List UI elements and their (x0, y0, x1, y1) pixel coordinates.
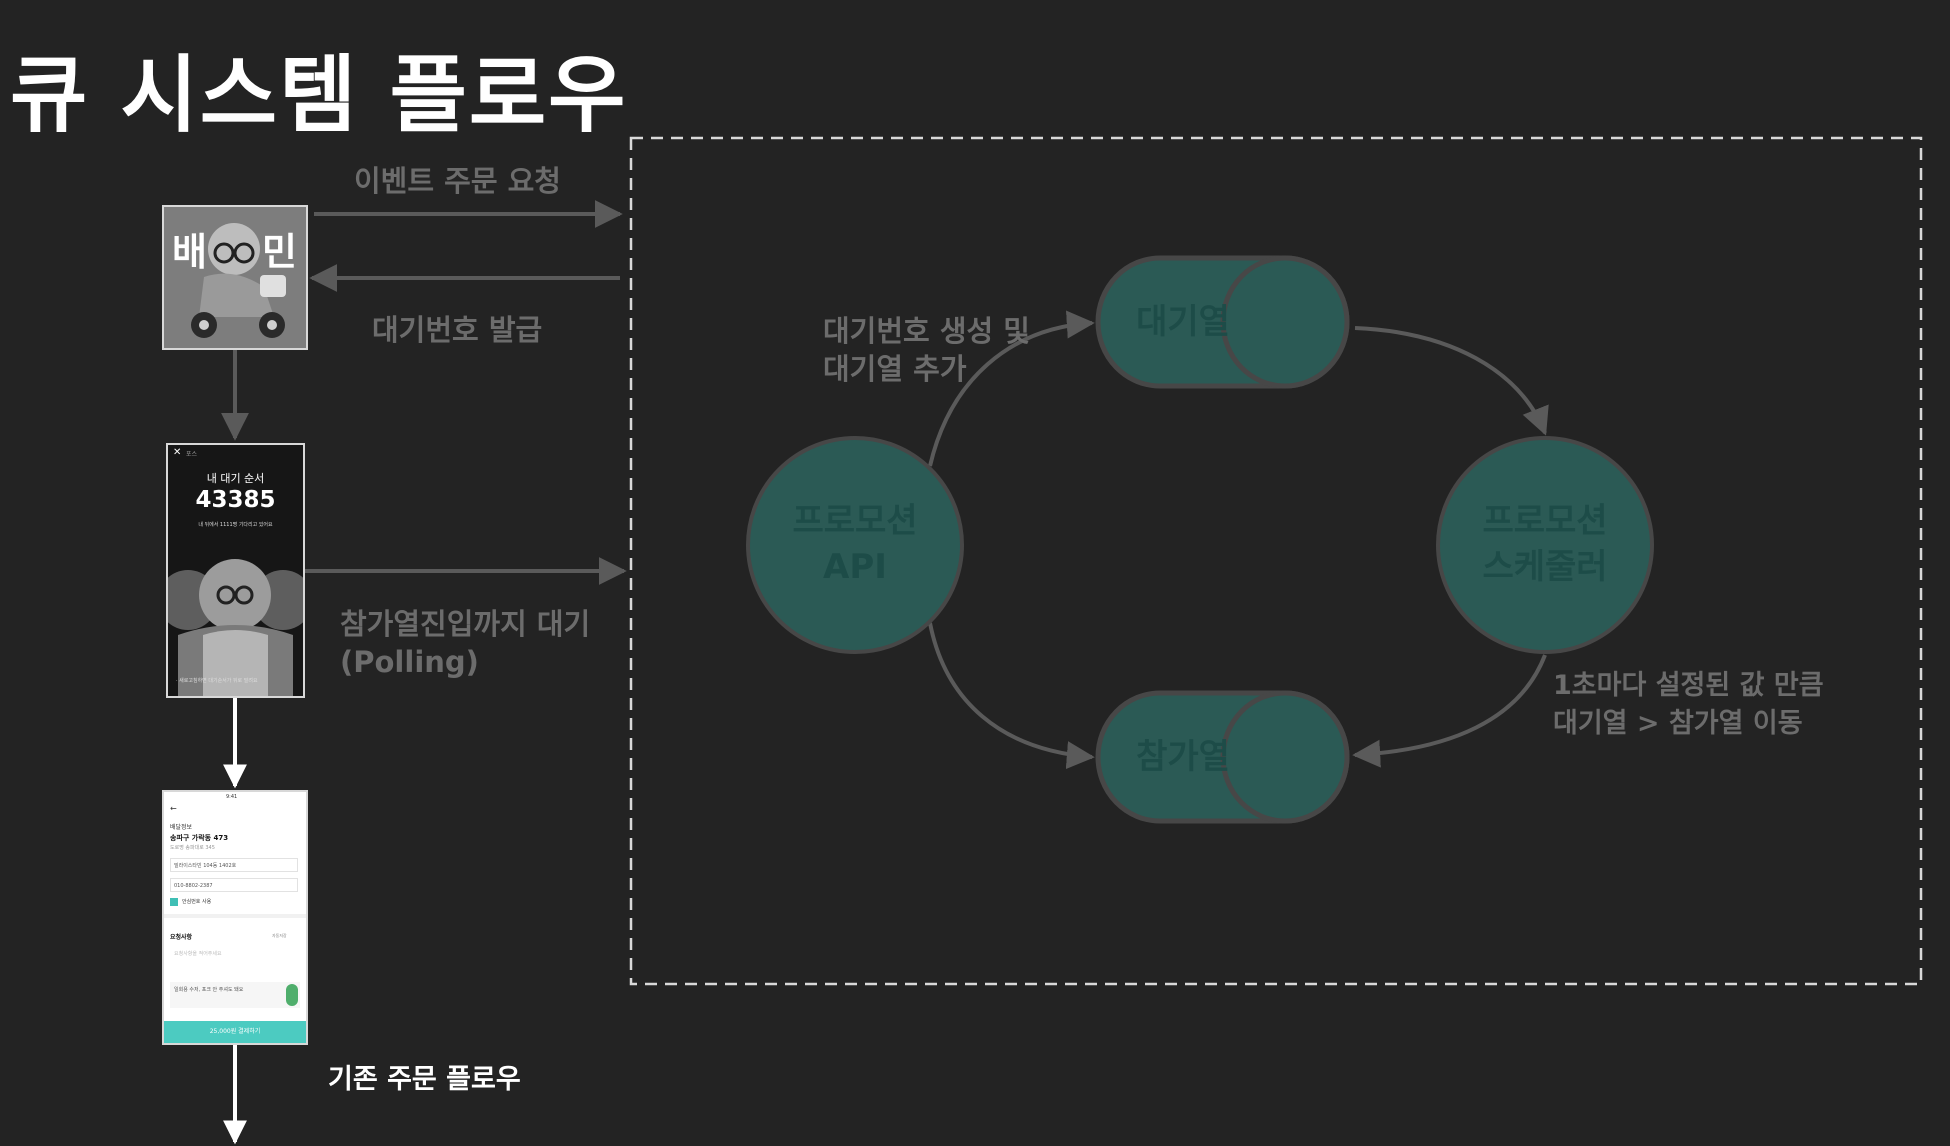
system-boundary (629, 136, 1923, 986)
existing-flow-label: 기존 주문 플로우 (328, 1064, 521, 1095)
create-ticket-label: 대기번호 생성 및 대기열 추가 (823, 312, 1030, 388)
phone-field[interactable]: 010-8802-2387 (170, 878, 298, 892)
safe-number-checkbox[interactable] (170, 898, 178, 906)
page-title: 큐 시스템 플로우 (10, 46, 628, 144)
address-field[interactable]: 빌라이스타빈 104동 1402호 (170, 858, 298, 872)
address-detail: 도로명 송파대로 345 (170, 845, 215, 851)
wait-until-join-line1: 참가열진입까지 대기 (340, 607, 591, 641)
wait-until-join-label: 참가열진입까지 대기 (Polling) (340, 605, 590, 681)
address-caption: 배달정보 (170, 824, 193, 831)
issue-ticket-label: 대기번호 발급 (372, 313, 543, 347)
auto-save-label[interactable]: 자동저장 (272, 933, 287, 938)
logo-text-right: 민 (262, 230, 297, 274)
wait-screen-caption: 포스 (186, 451, 198, 458)
move-line1: 1초마다 설정된 값 만큼 (1553, 670, 1824, 701)
promotion-api-label-line1: 프로모션 (792, 501, 918, 541)
create-ticket-line2: 대기열 추가 (823, 352, 967, 386)
notice-box: 일회용 수저, 포크 안 주셔도 돼요 (170, 982, 300, 1008)
close-icon[interactable]: ✕ (173, 447, 182, 458)
leaf-icon (286, 984, 298, 1006)
arrow-api-to-join-queue (928, 622, 1095, 770)
pay-button[interactable]: 25,000원 결제하기 (164, 1021, 306, 1043)
promotion-scheduler-label: 프로모션 스케줄러 (1445, 498, 1645, 590)
move-queue-label: 1초마다 설정된 값 만큼 대기열 > 참가열 이동 (1553, 667, 1824, 743)
request-section-title: 요청사항 (170, 934, 193, 941)
wait-screen-notes: · 새로고침하면 대기순서가 뒤로 밀려요 (176, 678, 258, 684)
promotion-api-node (746, 436, 964, 654)
join-queue-node (1095, 690, 1350, 824)
wait-number: 43385 (195, 487, 276, 513)
status-bar-time: 9:41 (226, 794, 238, 800)
section-divider (164, 914, 306, 918)
logo-text-left: 배 (172, 230, 207, 274)
create-ticket-line1: 대기번호 생성 및 (823, 314, 1030, 348)
order-screen-thumbnail: 9:41 ← 배달정보 송파구 가락동 473 도로명 송파대로 345 빌라이… (162, 790, 308, 1045)
notice-text: 일회용 수저, 포크 안 주셔도 돼요 (174, 987, 244, 993)
wait-queue-label: 대기열 (1136, 302, 1230, 342)
wait-screen-heading: 내 대기 순서 (206, 472, 265, 485)
scheduler-label-line2: 스케줄러 (1482, 547, 1608, 587)
wait-queue-node (1095, 255, 1350, 389)
back-icon[interactable]: ← (170, 804, 177, 813)
arrow-scheduler-to-join-queue (1352, 654, 1547, 768)
address-title: 송파구 가락동 473 (170, 834, 229, 842)
promotion-api-label-line2: API (823, 547, 887, 587)
wait-screen-subtext: 내 뒤에서 1111명 기다리고 있어요 (198, 522, 273, 528)
promotion-api-label: 프로모션 API (755, 498, 955, 590)
scheduler-label-line1: 프로모션 (1482, 501, 1608, 541)
polling-line: (Polling) (340, 645, 479, 679)
safe-number-label: 안심번호 사용 (182, 899, 212, 905)
request-placeholder[interactable]: 요청사항을 적어주세요 (174, 951, 222, 957)
join-queue-label: 참가열 (1136, 737, 1230, 777)
arrow-wait-queue-to-scheduler (1354, 326, 1549, 436)
wait-screen-thumbnail: ✕ 포스 내 대기 순서 43385 내 뒤에서 1111명 기다리고 있어요 … (166, 443, 305, 698)
move-line2: 대기열 > 참가열 이동 (1553, 708, 1803, 739)
promotion-scheduler-node (1436, 436, 1654, 654)
app-logo-thumbnail: 배 민 (162, 205, 308, 350)
arrow-api-to-wait-queue (928, 310, 1095, 467)
event-order-request-label: 이벤트 주문 요청 (354, 164, 561, 198)
